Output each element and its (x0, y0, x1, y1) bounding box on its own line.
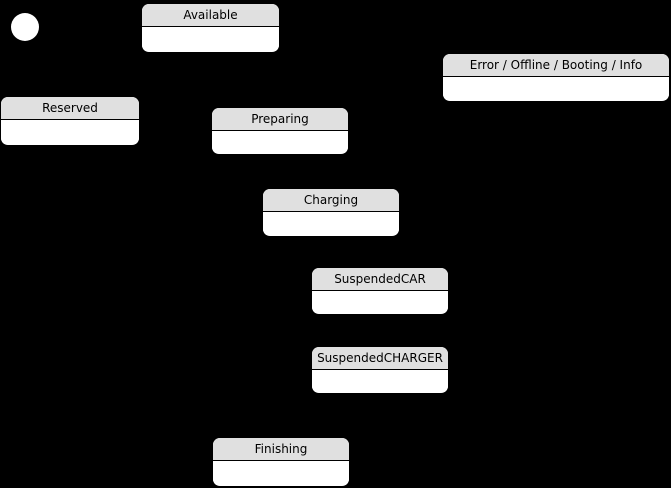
state-node-reserved[interactable]: Reserved (0, 96, 140, 146)
state-body (1, 120, 139, 144)
state-title: Preparing (212, 108, 348, 131)
state-title: Error / Offline / Booting / Info (443, 54, 669, 77)
state-node-error[interactable]: Error / Offline / Booting / Info (442, 53, 670, 102)
state-node-preparing[interactable]: Preparing (211, 107, 349, 155)
initial-state-node[interactable] (11, 13, 39, 41)
state-body (142, 27, 279, 51)
state-node-finishing[interactable]: Finishing (212, 437, 350, 487)
state-title: Available (142, 4, 279, 27)
state-body (443, 77, 669, 100)
state-node-charging[interactable]: Charging (262, 188, 400, 237)
state-title: Finishing (213, 438, 349, 461)
state-body (312, 291, 448, 313)
state-title: SuspendedCAR (312, 268, 448, 291)
state-title: Charging (263, 189, 399, 212)
state-title: SuspendedCHARGER (312, 347, 448, 370)
state-body (213, 461, 349, 485)
state-title: Reserved (1, 97, 139, 120)
state-body (263, 212, 399, 235)
state-node-suspendedcar[interactable]: SuspendedCAR (311, 267, 449, 315)
state-body (312, 370, 448, 392)
state-node-suspendedcharger[interactable]: SuspendedCHARGER (311, 346, 449, 394)
state-node-available[interactable]: Available (141, 3, 280, 53)
state-body (212, 131, 348, 153)
